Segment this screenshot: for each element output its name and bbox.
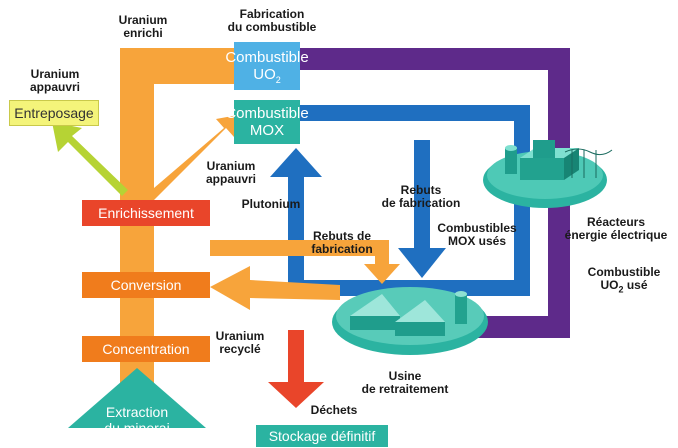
box-concentration-label: Concentration xyxy=(102,340,190,357)
box-entreposage: Entreposage xyxy=(9,100,99,126)
box-mox-line1: Combustible xyxy=(225,105,309,122)
box-stockage: Stockage définitif xyxy=(256,425,388,447)
box-entreposage-label: Entreposage xyxy=(14,104,94,121)
arrow-uranium-recycle xyxy=(210,266,340,310)
box-combustible-mox: Combustible MOX xyxy=(225,100,309,144)
extraction-triangle xyxy=(68,368,206,428)
box-stockage-label: Stockage définitif xyxy=(268,427,376,444)
arrow-dechets xyxy=(268,330,324,408)
box-enrichissement: Enrichissement xyxy=(82,200,210,226)
box-conversion-label: Conversion xyxy=(110,276,182,293)
reactor-illustration xyxy=(483,140,613,208)
box-conversion: Conversion xyxy=(82,272,210,298)
label-plutonium: Plutonium xyxy=(241,197,301,211)
box-extraction-line2: du minerai xyxy=(104,420,170,436)
box-uo2-line2: UO2 xyxy=(253,66,281,85)
box-extraction-line1: Extraction xyxy=(105,404,169,420)
reprocessing-plant-illustration xyxy=(332,287,488,355)
box-concentration: Concentration xyxy=(82,336,210,362)
arrow-uranium-appauvri-entreposage xyxy=(52,122,128,196)
box-uo2-line1: Combustible xyxy=(225,49,309,66)
arrow-uranium-appauvri-mox xyxy=(140,115,238,206)
box-extraction: Extraction du minerai xyxy=(92,400,182,440)
box-enrichissement-label: Enrichissement xyxy=(98,204,194,221)
box-combustible-uo2: Combustible UO2 xyxy=(225,42,309,90)
blue-flow-mox xyxy=(270,105,530,296)
box-mox-line2: MOX xyxy=(249,122,285,139)
label-dechets: Déchets xyxy=(310,403,358,417)
label-combustible-uo2-use: Combustible UO2 usé xyxy=(587,265,661,295)
